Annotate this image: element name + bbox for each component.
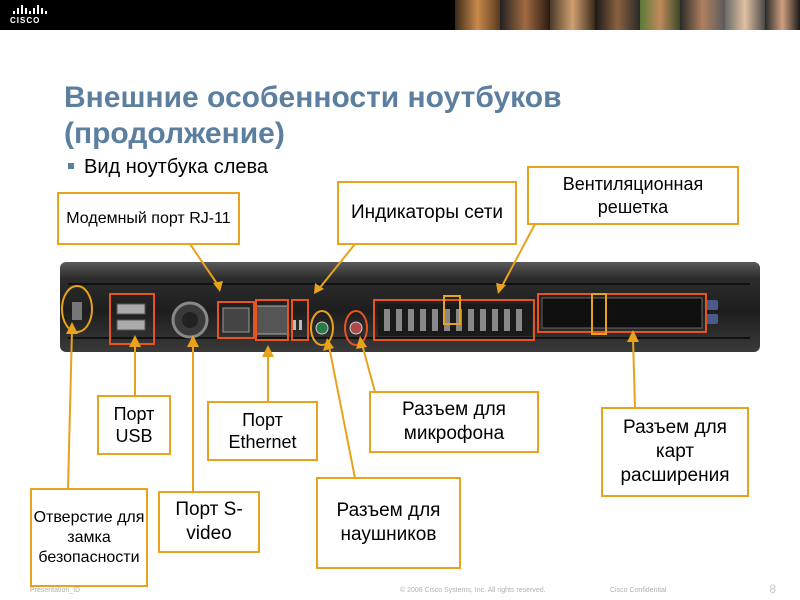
slide-title: Внешние особенности ноутбуков (продолжен… bbox=[64, 81, 562, 150]
vent-grill bbox=[378, 304, 532, 336]
callout-lock-slot: Отверстие для замка безопасности bbox=[30, 488, 148, 587]
cisco-logo-text: CISCO bbox=[10, 16, 41, 25]
footer-presentation-id: Presentation_ID bbox=[30, 587, 81, 594]
callout-expansion-slot-label: Разъем для карт расширения bbox=[620, 417, 730, 486]
photo-2 bbox=[500, 0, 550, 30]
callout-usb-port: Порт USB bbox=[97, 395, 171, 455]
callout-microphone-jack: Разъем для микрофона bbox=[369, 391, 539, 453]
callout-modem-port: Модемный порт RJ-11 bbox=[57, 192, 240, 245]
photo-6 bbox=[680, 0, 725, 30]
callout-headphone-jack-label: Разъем для наушников bbox=[336, 500, 441, 545]
cisco-logo: CISCO bbox=[10, 4, 50, 26]
callout-svideo-port: Порт S-video bbox=[158, 491, 260, 553]
callout-network-indicators: Индикаторы сети bbox=[337, 181, 517, 245]
top-banner: CISCO bbox=[0, 0, 800, 30]
usb-port-1 bbox=[116, 303, 146, 315]
bullet-item: Вид ноутбука слева bbox=[68, 155, 268, 179]
network-led-2 bbox=[299, 320, 302, 330]
photo-8 bbox=[765, 0, 800, 30]
headphone-jack bbox=[315, 321, 329, 335]
callout-vent-label: Вентиляционная решетка bbox=[562, 174, 704, 217]
modem-port bbox=[222, 307, 250, 333]
callout-lock-slot-label: Отверстие для замка безопасности bbox=[33, 508, 145, 566]
bullet-square-icon bbox=[68, 163, 74, 169]
footer-copyright: © 2008 Cisco Systems, Inc. All rights re… bbox=[400, 587, 546, 594]
callout-vent: Вентиляционная решетка bbox=[527, 166, 739, 225]
photo-5 bbox=[640, 0, 680, 30]
laptop-side-view bbox=[60, 262, 760, 352]
callout-ethernet-port-label: Порт Ethernet bbox=[228, 409, 297, 453]
lock-slot bbox=[72, 302, 82, 320]
photo-7 bbox=[725, 0, 765, 30]
photo-4 bbox=[595, 0, 640, 30]
page-number: 8 bbox=[769, 582, 776, 596]
callout-ethernet-port: Порт Ethernet bbox=[207, 401, 318, 461]
usb-port-2 bbox=[116, 319, 146, 331]
photo-3 bbox=[550, 0, 595, 30]
callout-microphone-jack-label: Разъем для микрофона bbox=[402, 399, 506, 444]
callout-network-indicators-label: Индикаторы сети bbox=[350, 202, 504, 224]
network-led-1 bbox=[293, 320, 296, 330]
footer-confidential: Cisco Confidential bbox=[610, 587, 667, 594]
photo-1 bbox=[455, 0, 500, 30]
expansion-slot bbox=[541, 297, 703, 329]
callout-headphone-jack: Разъем для наушников bbox=[316, 477, 461, 569]
callout-modem-port-label: Модемный порт RJ-11 bbox=[66, 209, 231, 227]
microphone-jack bbox=[349, 321, 363, 335]
callout-usb-port-label: Порт USB bbox=[113, 403, 155, 447]
callout-expansion-slot: Разъем для карт расширения bbox=[601, 407, 749, 497]
callout-svideo-port-label: Порт S-video bbox=[175, 499, 243, 544]
bullet-text: Вид ноутбука слева bbox=[84, 156, 269, 178]
cisco-logo-icon bbox=[13, 4, 50, 14]
